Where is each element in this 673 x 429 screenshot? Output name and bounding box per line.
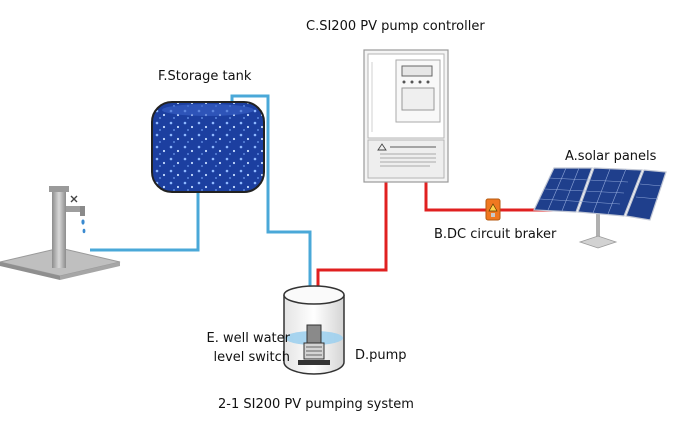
solar-panel-icon: [533, 167, 667, 249]
controller-label: C.SI200 PV pump controller: [306, 19, 485, 34]
pipe-tank-to-faucet: [90, 190, 200, 252]
circuit-breaker-icon: [485, 198, 501, 221]
switch-label-line2: level switch: [213, 350, 290, 365]
solar-panels-label: A.solar panels: [565, 149, 657, 164]
storage-tank-icon: [151, 101, 265, 193]
cable-controller-to-panels: [424, 182, 558, 212]
pump-label: D.pump: [355, 348, 407, 363]
faucet-icon: [0, 186, 121, 280]
pump-controller-icon: [363, 49, 449, 183]
switch-label-line1: E. well water: [206, 331, 290, 346]
power-cables: [316, 182, 558, 330]
submersible-pump-icon: [298, 324, 330, 365]
storage-tank-label: F.Storage tank: [158, 69, 252, 84]
breaker-label: B.DC circuit braker: [434, 227, 557, 242]
diagram-caption: 2-1 SI200 PV pumping system: [218, 397, 414, 412]
